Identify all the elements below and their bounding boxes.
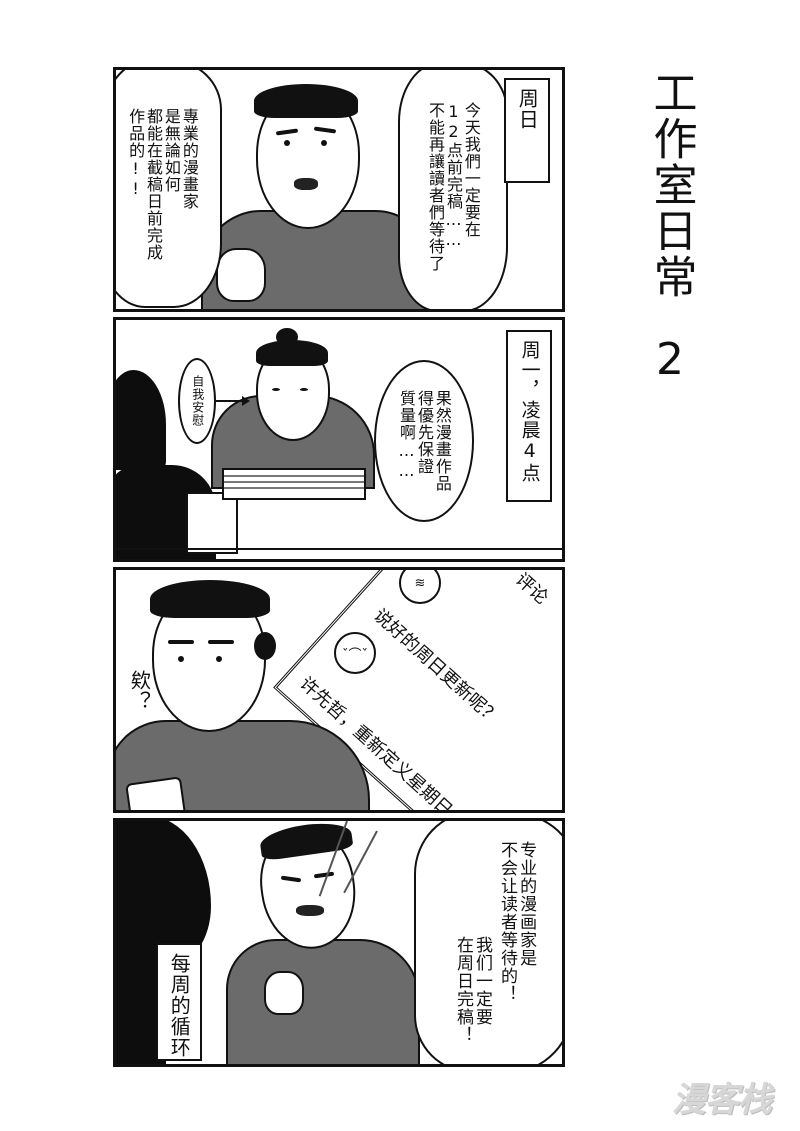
panel-2: 自我安慰 果然漫畫作品 得優先保證 質量啊…… 周一，凌晨4点	[113, 317, 565, 562]
panel-4: 专业的漫画家是 不会让读者等待的！ 我们一定要 在周日完稿！ 每周的循环	[113, 818, 565, 1067]
assistant-tablet	[186, 492, 238, 554]
speech-bubble-left: 專業的漫畫家 是無論如何 都能在截稿日前完成 作品的!!	[116, 70, 222, 308]
eye	[300, 388, 308, 391]
eye	[178, 656, 184, 662]
eye	[272, 388, 280, 391]
panel-1: 專業的漫畫家 是無論如何 都能在截稿日前完成 作品的!! 今天我們一定要在 12…	[113, 67, 565, 312]
mouth	[296, 905, 324, 916]
man-shirt	[226, 939, 420, 1064]
caption-box: 每周的循环	[156, 943, 202, 1061]
mouth	[294, 178, 318, 190]
bubble-text: 果然漫畫作品 得優先保證 質量啊……	[397, 390, 452, 492]
man-hair	[150, 580, 270, 618]
hair-bun	[276, 328, 298, 346]
brow	[168, 640, 194, 644]
drawing-desk	[222, 468, 366, 500]
eye	[284, 140, 290, 146]
caption-text: 周日	[515, 88, 540, 130]
caption-text: 每周的循环	[167, 953, 192, 1058]
speech-bubble-right: 今天我們一定要在 12点前完稿…… 不能再讓讀者們等待了	[398, 70, 508, 309]
exclamation-text: 欸？	[127, 670, 152, 712]
bubble-text: 专业的漫画家是 不会让读者等待的！	[497, 840, 537, 1003]
speech-bubble-cloud: 专业的漫画家是 不会让读者等待的！ 我们一定要 在周日完稿！	[414, 821, 562, 1064]
assistant-head	[116, 370, 166, 470]
fist	[216, 248, 266, 302]
eye	[321, 140, 327, 146]
speech-bubble: 果然漫畫作品 得優先保證 質量啊……	[374, 360, 474, 522]
arrow-pointer	[216, 396, 250, 406]
handheld-phone	[125, 776, 187, 810]
publisher-watermark-logo: 漫客栈	[672, 1080, 772, 1120]
bubble-text: 專業的漫畫家 是無論如何 都能在截稿日前完成 作品的!!	[126, 107, 199, 261]
series-title-number: 2	[656, 334, 684, 385]
hair-bun	[254, 632, 276, 660]
bubble-text: 我们一定要 在周日完稿！	[452, 935, 492, 1044]
man-hair	[254, 84, 358, 118]
series-title-text: 工作室日常	[645, 70, 697, 300]
floor-line	[116, 548, 562, 550]
caption-box: 周日	[504, 78, 550, 183]
eye	[216, 656, 222, 662]
caption-box: 周一，凌晨4点	[506, 330, 552, 502]
caption-text: 周一，凌晨4点	[518, 340, 541, 483]
series-title: 工作室日常 2	[640, 70, 700, 385]
aside-bubble: 自我安慰	[178, 358, 216, 444]
panel-3: ≋ ˇ⌒ˇ 评论 说好的周日更新呢？ 许先哲，重新定义星期日 欸？	[113, 567, 565, 813]
fist	[264, 971, 304, 1015]
commenter-avatar-icon: ≋	[399, 570, 441, 604]
bubble-text: 今天我們一定要在 12点前完稿…… 不能再讓讀者們等待了	[426, 102, 481, 272]
brow	[208, 640, 234, 644]
commenter-avatar-icon: ˇ⌒ˇ	[334, 632, 376, 674]
bubble-text: 自我安慰	[190, 375, 205, 427]
